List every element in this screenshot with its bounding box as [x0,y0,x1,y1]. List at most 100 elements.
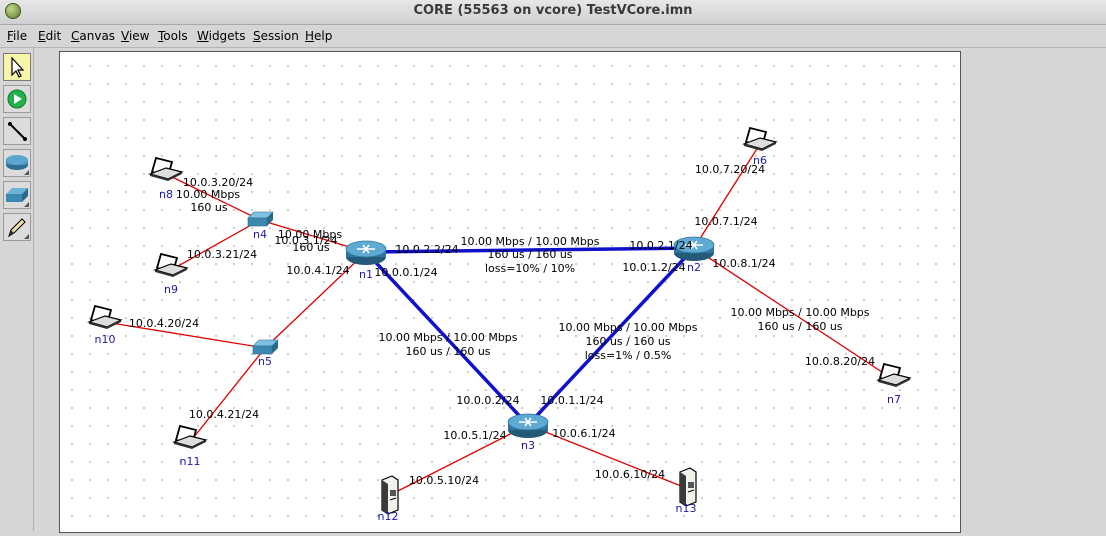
link-annotation: loss=1% / 0.5% [585,349,672,362]
link-annotation: 10.0.7.1/24 [694,215,757,228]
node-label-n4: n4 [253,228,267,241]
link-annotation: 160 us [292,241,329,254]
pencil-icon [8,218,26,238]
switch-node-n5[interactable] [252,339,279,355]
menu-file[interactable]: File [7,29,28,43]
select-tool[interactable] [3,53,31,81]
server-node-n13[interactable] [679,467,697,507]
menu-tools[interactable]: Tools [158,29,188,43]
node-label-n12: n12 [378,510,399,523]
link-annotation: 10.0.5.1/24 [443,429,506,442]
topology-svg[interactable]: n1 n2 n3 n4 n5 n6 n7 n8 n9 n10 n11 n12 n13 10.0.3.20/… [60,52,960,532]
node-label-n1: n1 [359,268,373,281]
link-layer-tool[interactable] [3,181,31,209]
link-annotation: 10.00 Mbps / 10.00 Mbps [378,331,517,344]
link-annotation: 10.0.8.20/24 [805,355,875,368]
node-label-n7: n7 [887,393,901,406]
link-n1-n3[interactable] [364,250,530,427]
link-n4-n9[interactable] [170,219,261,271]
node-label-n5: n5 [258,355,272,368]
menu-session[interactable]: Session [253,29,299,43]
link-annotation: 160 us / 160 us [585,335,670,348]
link-annotation: 10.0.4.21/24 [189,408,259,421]
link-n1-n5[interactable] [264,251,367,349]
link-annotation: 10.00 Mbps / 10.00 Mbps [730,306,869,319]
router-node-n1[interactable] [345,240,387,265]
link-annotation: 10.0.0.1/24 [374,266,437,279]
menu-widgets[interactable]: Widgets [197,29,246,43]
link-annotation: 160 us / 160 us [487,248,572,261]
router-node-n2[interactable] [673,236,715,261]
link-annotation: 10.00 Mbps [278,228,342,241]
link-annotation: 10.0.1.2/24 [622,261,685,274]
link-annotation: 10.0.4.1/24 [286,264,349,277]
link-annotation: 10.00 Mbps [176,188,240,201]
link-icon [8,122,27,141]
node-label-n3: n3 [521,439,535,452]
menu-view[interactable]: View [121,29,150,43]
node-label-n11: n11 [180,455,201,468]
link-annotation: 160 us [190,201,227,214]
switch-node-n4[interactable] [247,211,274,227]
link-annotation: 10.0.6.10/24 [595,468,665,481]
laptop-node-n6[interactable] [742,126,778,151]
link-annotation: 10.0.5.10/24 [409,474,479,487]
link-n5-n11[interactable] [189,347,266,443]
server-node-n12[interactable] [381,475,399,515]
node-label-n6: n6 [753,154,767,167]
link-annotation: 10.0.1.1/24 [540,394,603,407]
link-n4-n8[interactable] [165,173,261,221]
canvas-area: n1 n2 n3 n4 n5 n6 n7 n8 n9 n10 n11 n12 n13 10.0.3.20/… [34,48,1106,533]
laptop-node-n11[interactable] [172,424,208,449]
router-icon [6,155,28,170]
menu-edit[interactable]: Edit [38,29,62,43]
link-annotation: 10.0.8.1/24 [712,257,775,270]
link-n2-n7[interactable] [693,247,895,381]
laptop-node-n7[interactable] [876,362,912,387]
menu-canvas[interactable]: Canvas [71,29,116,43]
window-title: CORE (55563 on vcore) TestVCore.imn [413,3,693,18]
menu-help[interactable]: Help [305,29,333,43]
link-n2-n6[interactable] [693,143,761,249]
laptop-node-n9[interactable] [153,252,189,277]
start-session-tool[interactable] [3,85,31,113]
link-tool[interactable] [3,117,31,145]
link-annotation: 160 us / 160 us [757,320,842,333]
link-annotation: 10.00 Mbps / 10.00 Mbps [460,235,599,248]
link-annotation: 10.0.7.20/24 [695,163,765,176]
node-label-n13: n13 [676,502,697,515]
link-annotation: 10.0.3.21/24 [187,248,257,261]
link-n3-n12[interactable] [387,424,529,497]
node-label-n9: n9 [164,283,178,296]
link-annotation: 10.0.6.1/24 [552,427,615,440]
link-annotation: loss=10% / 10% [485,262,575,275]
node-label-n8: n8 [159,188,173,201]
link-n2-n3[interactable] [526,246,696,427]
node-label-n2: n2 [687,261,701,274]
link-n5-n10[interactable] [104,321,266,349]
link-annotation: 10.0.3.20/24 [183,176,253,189]
link-annotation: 10.0.4.20/24 [129,317,199,330]
topology-canvas[interactable]: n1 n2 n3 n4 n5 n6 n7 n8 n9 n10 n11 n12 n13 10.0.3.20/… [59,51,961,533]
title-bar: CORE (55563 on vcore) TestVCore.imn [0,0,1106,25]
router-node-n3[interactable] [507,413,549,438]
link-n3-n13[interactable] [527,424,687,489]
link-annotation: 10.0.3.1/24 [274,234,337,247]
link-n1-n2[interactable] [365,246,695,254]
link-annotation: 10.0.2.1/24 [629,239,692,252]
menu-bar: File Edit Canvas View Tools Widgets Sess… [0,25,1106,48]
link-annotation: 10.0.2.2/24 [395,243,458,256]
pointer-icon [11,56,25,78]
link-annotation: 10.00 Mbps / 10.00 Mbps [558,321,697,334]
core-app-icon[interactable] [5,3,21,19]
link-annotation: 160 us / 160 us [405,345,490,358]
switch-icon [6,188,28,202]
annotation-tool[interactable] [3,213,31,241]
play-icon [7,89,27,109]
tool-palette [0,48,34,531]
laptop-node-n8[interactable] [148,156,184,181]
node-label-n10: n10 [95,333,116,346]
network-layer-tool[interactable] [3,149,31,177]
laptop-node-n10[interactable] [87,304,123,329]
link-annotation: 10.0.0.2/24 [456,394,519,407]
